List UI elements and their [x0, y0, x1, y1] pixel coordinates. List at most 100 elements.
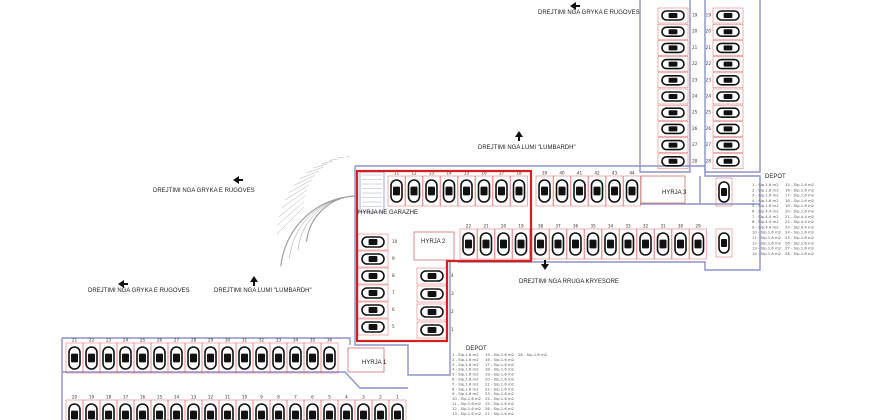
car-roof — [207, 410, 214, 420]
depot-entry: 17 - Sip.1.6 m2 — [485, 362, 515, 367]
car-icon — [661, 139, 685, 151]
wall-line — [62, 371, 408, 389]
stall-outline — [512, 228, 530, 260]
car-roof — [723, 110, 733, 116]
car-icon — [170, 346, 183, 370]
stall-outline — [712, 121, 744, 137]
car-roof — [105, 410, 112, 420]
car-icon — [661, 75, 685, 86]
stall-number: 21 — [706, 45, 712, 50]
parking-stall: 22 — [706, 56, 744, 72]
depot-entry: 9 - Sip.4.4 m2 — [752, 224, 779, 229]
parking-stall: 23 — [706, 72, 744, 89]
car-icon — [361, 304, 385, 316]
car-roof — [156, 410, 163, 420]
label-dir-gryka-mid: DREJTIMI NGA GRYKA E RUGOVES — [153, 188, 255, 194]
stall-outline — [712, 72, 744, 89]
ramp-tick — [281, 189, 308, 209]
parking-stall: 27 — [706, 137, 744, 153]
parking-stall: 17 — [492, 171, 511, 207]
stall-outline — [477, 228, 495, 260]
car-roof — [360, 410, 367, 420]
stall-outline — [715, 177, 733, 207]
depot-entry: 21 - Sip.4.4 m2 — [785, 214, 815, 219]
label-dir-gryka-top: DREJTIMI NGA GRYKA E RUGOVES — [538, 10, 640, 16]
depot-entry: 9 - Sip.1.6 m2 — [452, 391, 479, 396]
car-roof — [541, 186, 548, 196]
parking-stall — [715, 228, 733, 258]
parking-stall: 18 — [99, 395, 118, 420]
ramp-tick — [293, 174, 316, 186]
car-icon — [661, 91, 685, 102]
car-roof — [723, 158, 733, 164]
parking-stall: 11 — [218, 395, 237, 420]
car-icon — [716, 58, 740, 70]
stall-number: 21 — [72, 338, 78, 343]
stall-outline — [712, 137, 744, 153]
parking-stall: 43 — [605, 171, 624, 207]
car-roof — [377, 410, 384, 420]
car-icon — [718, 232, 730, 254]
ramp-tick — [277, 201, 305, 226]
car-icon — [479, 232, 493, 256]
stall-outline — [654, 228, 672, 260]
depot-entry: 22 - Sip.1.6 m2 — [485, 386, 515, 391]
ramp-arc — [306, 195, 356, 242]
parking-stall: 10 — [235, 395, 254, 420]
stall-outline — [553, 175, 571, 207]
stall-number: 28 — [191, 338, 197, 343]
ramp-tick — [299, 170, 320, 180]
stall-number: 20 — [706, 29, 712, 34]
stall-number: 35 — [310, 338, 316, 343]
depot-list-right: 1 - Sip.1.6 m22 - Sip.1.6 m23 - Sip.1.6 … — [752, 182, 815, 256]
stall-number: 1 — [396, 395, 399, 400]
car-roof — [258, 410, 265, 420]
car-roof — [723, 94, 733, 99]
car-icon — [639, 232, 652, 256]
car-icon — [272, 403, 285, 420]
car-icon — [425, 179, 438, 203]
car-roof — [410, 186, 418, 196]
depot-entry: 14 - Sip.1.6 m2 — [752, 251, 782, 256]
depot-entry: 27 - Sip.1.6 m2 — [785, 246, 815, 251]
car-roof — [723, 29, 733, 35]
stall-number: 19 — [518, 224, 524, 229]
car-icon — [136, 346, 149, 370]
car-icon — [187, 403, 200, 420]
parking-stall: 10 — [357, 233, 398, 251]
stall-outline — [712, 23, 744, 40]
car-roof — [173, 353, 180, 363]
stall-outline — [535, 175, 554, 207]
car-roof — [723, 45, 733, 51]
car-icon — [85, 403, 98, 420]
car-roof — [668, 77, 678, 83]
stall-number: 27 — [174, 338, 180, 343]
stall-number: 22 — [89, 338, 95, 343]
stall-outline — [671, 228, 690, 260]
stall-number: 35 — [590, 224, 596, 229]
stall-outline — [405, 175, 423, 207]
parking-stall: 28 — [706, 153, 744, 170]
stall-number: 28 — [706, 158, 712, 163]
stall-outline — [584, 228, 602, 260]
label-hyrja-1: HYRJA 1 — [362, 360, 387, 366]
car-icon — [661, 107, 685, 118]
ramp-tick — [288, 179, 312, 193]
parking-stall: 34 — [601, 224, 620, 260]
depot-entry: 28 - Sip.1.6 m2 — [518, 352, 548, 357]
depot-entry: 3 - Sip.1.6 m2 — [752, 193, 779, 198]
car-icon — [391, 403, 404, 420]
parking-stall: 16 — [133, 395, 152, 420]
car-roof — [723, 13, 733, 18]
wall-line — [354, 166, 451, 376]
car-icon — [238, 403, 251, 420]
stall-outline — [657, 7, 689, 24]
parking-stall: 20 — [65, 395, 84, 420]
stall-number: 18 — [516, 171, 522, 176]
car-icon — [621, 232, 635, 256]
parking-stall: 5 — [357, 318, 395, 336]
stall-outline — [689, 228, 707, 260]
car-icon — [420, 288, 444, 300]
car-icon — [462, 232, 475, 256]
